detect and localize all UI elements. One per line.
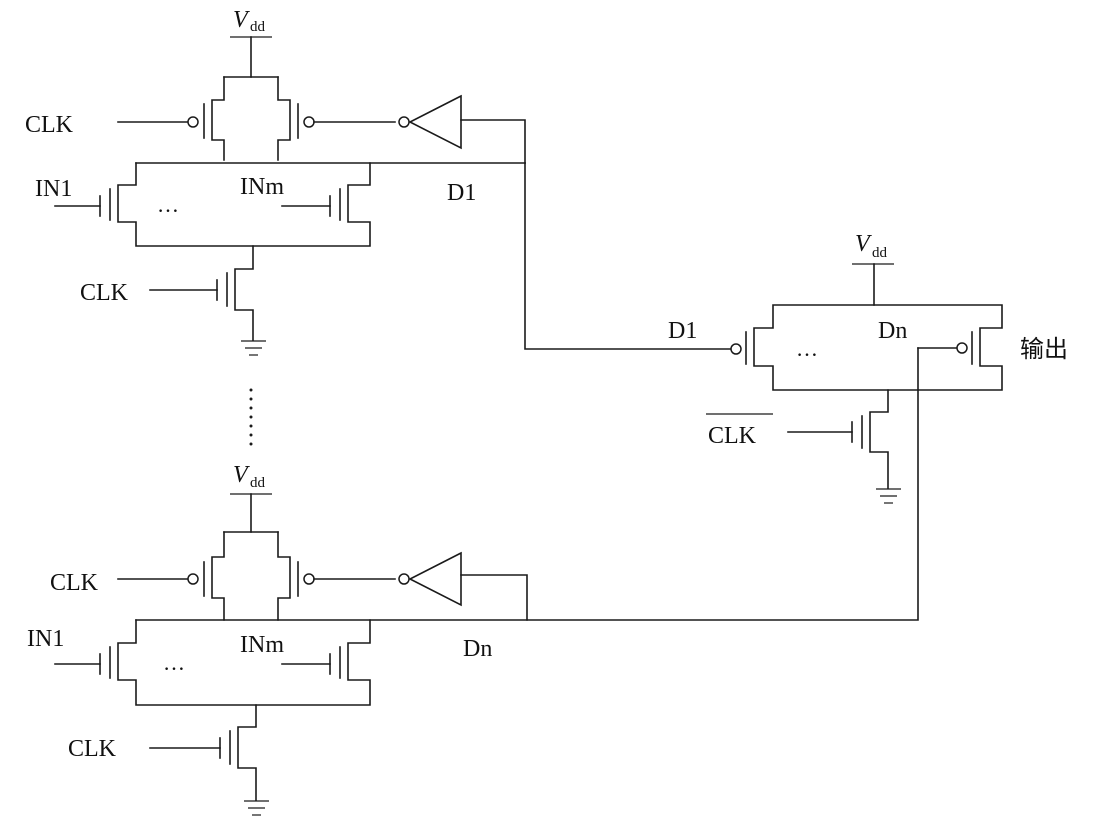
keeper-feedback-bottom	[303, 551, 528, 621]
svg-text:D1: D1	[668, 318, 697, 344]
svg-text:dd: dd	[250, 475, 266, 491]
svg-text:…: …	[157, 192, 179, 217]
svg-text:CLK: CLK	[68, 736, 117, 762]
evaluate-nmos-top: CLK	[80, 245, 254, 341]
svg-text:…: …	[796, 336, 818, 361]
inverter-triangle	[408, 551, 462, 607]
svg-text:IN1: IN1	[35, 176, 72, 202]
node-label-dn-output: Dn	[878, 318, 907, 344]
svg-text:V: V	[855, 231, 872, 257]
inverter-triangle	[408, 94, 462, 150]
clk-bar-nmos: CLK	[706, 389, 889, 489]
svg-text:IN1: IN1	[27, 626, 64, 652]
vdd-label-bottom: V dd	[230, 462, 272, 495]
stage-dn: V dd CLK	[27, 347, 919, 816]
svg-text:…: …	[163, 650, 185, 675]
ground-symbol-bottom	[244, 800, 269, 816]
pmos-precharge-keeper-top	[203, 76, 299, 161]
inverter-bubble	[398, 573, 410, 585]
clk-input-precharge-top: CLK	[25, 112, 199, 138]
dn-input-gate	[917, 342, 968, 354]
gate-bubble	[187, 116, 199, 128]
svg-text:INm: INm	[240, 632, 284, 658]
node-label-d1: D1	[447, 180, 476, 206]
gate-bubble	[303, 573, 315, 585]
vdd-label-top: V dd	[230, 7, 272, 38]
gate-bubble	[730, 343, 742, 355]
pulldown-network-bottom: IN1 … INm	[27, 619, 371, 706]
svg-text:CLK: CLK	[50, 570, 99, 596]
output-label: 输出	[1020, 335, 1068, 363]
svg-text:INm: INm	[240, 174, 284, 200]
d1-input-wire: D1	[524, 162, 742, 355]
pmos-precharge-keeper-bottom	[203, 531, 299, 621]
gate-bubble	[303, 116, 315, 128]
ground-symbol-output	[876, 488, 901, 504]
ground-symbol-top	[241, 340, 266, 356]
clk-input-precharge-bottom: CLK	[50, 570, 199, 596]
pmos-parallel-network	[745, 304, 1003, 391]
svg-text:CLK: CLK	[80, 280, 129, 306]
evaluate-nmos-bottom: CLK	[68, 704, 257, 801]
svg-text:V: V	[233, 7, 250, 33]
pulldown-network-top: IN1 … INm	[35, 162, 371, 247]
stage-continuation-dots	[249, 388, 253, 446]
stage-d1: V dd CLK	[25, 7, 526, 356]
node-label-dn: Dn	[463, 636, 492, 662]
svg-text:dd: dd	[250, 19, 266, 35]
keeper-feedback-top	[303, 94, 526, 164]
svg-text:dd: dd	[872, 245, 888, 261]
gate-bubble	[956, 342, 968, 354]
vdd-label-output: V dd	[852, 231, 894, 265]
svg-text:CLK: CLK	[25, 112, 74, 138]
svg-text:V: V	[233, 462, 250, 488]
inverter-bubble	[398, 116, 410, 128]
svg-text:CLK: CLK	[708, 423, 757, 449]
output-stage: V dd D1 … Dn 输出	[524, 162, 1068, 504]
gate-bubble	[187, 573, 199, 585]
